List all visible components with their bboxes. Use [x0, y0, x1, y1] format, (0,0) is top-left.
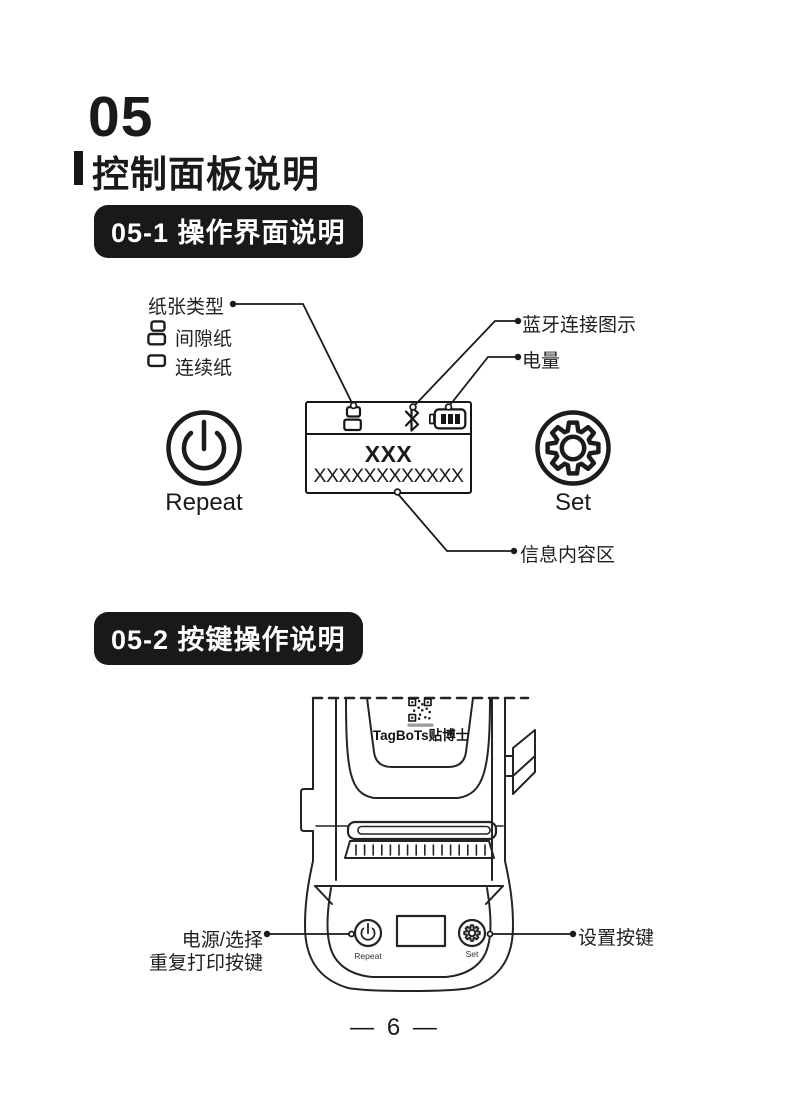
- battery-icon: [429, 408, 467, 430]
- paper-type-line: [233, 303, 353, 404]
- chapter-title-bar: [74, 151, 83, 185]
- gap-paper-icon: [147, 320, 167, 346]
- bluetooth-label: 蓝牙连接图示: [522, 315, 637, 336]
- screen-status-bar: [307, 403, 470, 435]
- printer-screen: [395, 914, 447, 948]
- continuous-paper-icon: [147, 354, 167, 368]
- chapter-title: 控制面板说明: [92, 154, 320, 195]
- continuous-paper-label: 连续纸: [175, 358, 233, 379]
- info-area-line: [397, 493, 512, 552]
- page-number: — 6 —: [350, 1014, 440, 1041]
- bluetooth-dot: [514, 317, 522, 325]
- chapter-number: 05: [88, 85, 154, 149]
- bluetooth-icon: [404, 405, 420, 432]
- printer-illustration: TagBoTs贴博士 Repeat Set: [300, 696, 536, 992]
- power-select-label: 电源/选择: [181, 930, 263, 951]
- info-area-dot: [510, 547, 518, 555]
- repeat-button-label: Repeat: [165, 489, 243, 516]
- section-1-badge: 05-1 操作界面说明: [94, 205, 363, 258]
- screen-info-area: XXX XXXXXXXXXXXX: [307, 436, 470, 487]
- printer-seam-corner-right: [485, 885, 504, 905]
- gear-button-icon: [535, 410, 611, 486]
- printer-base-outer: [304, 860, 514, 992]
- battery-dot: [514, 353, 522, 361]
- paper-exit-slot-inner: [357, 825, 491, 835]
- qr-code: [408, 698, 432, 722]
- printer-brand: TagBoTs贴博士: [373, 727, 470, 743]
- screen-text-line2: XXXXXXXXXXXX: [313, 465, 464, 487]
- section-2-badge: 05-2 按键操作说明: [94, 612, 363, 665]
- paper-type-label: 纸张类型: [148, 297, 225, 318]
- paper-exit-slot: [346, 820, 498, 841]
- printer-power-icon: [360, 922, 376, 941]
- power-label-dot: [263, 930, 271, 938]
- printer-set-label: Set: [466, 949, 479, 959]
- printer-left-tab: [300, 788, 314, 832]
- battery-line: [449, 356, 518, 406]
- printer-set-button: [457, 918, 487, 948]
- printer-lid-panel: [366, 697, 474, 768]
- display-screen: XXX XXXXXXXXXXXX: [305, 401, 472, 494]
- screen-text-line1: XXX: [364, 441, 413, 467]
- power-button-icon: [166, 410, 242, 486]
- printer-gear-icon: [463, 924, 481, 942]
- set-label-dot: [569, 930, 577, 938]
- printer-lid-outline: [345, 697, 491, 799]
- info-area-label: 信息内容区: [520, 545, 616, 566]
- tear-bar-teeth: [355, 844, 486, 856]
- set-button-label: Set: [554, 489, 592, 516]
- printer-repeat-label: Repeat: [354, 951, 382, 961]
- set-key-label: 设置按键: [578, 928, 655, 949]
- battery-label: 电量: [522, 351, 561, 372]
- repeat-print-label: 重复打印按键: [148, 953, 263, 974]
- paper-type-dot: [229, 300, 237, 308]
- printer-seam-corner-left: [314, 885, 333, 905]
- gap-paper-label: 间隙纸: [175, 329, 233, 350]
- belt-clip: [505, 729, 536, 795]
- tear-bar: [344, 840, 495, 859]
- paper-type-icon: [343, 406, 362, 432]
- bluetooth-line: [414, 320, 518, 406]
- qr-caption: [407, 723, 434, 727]
